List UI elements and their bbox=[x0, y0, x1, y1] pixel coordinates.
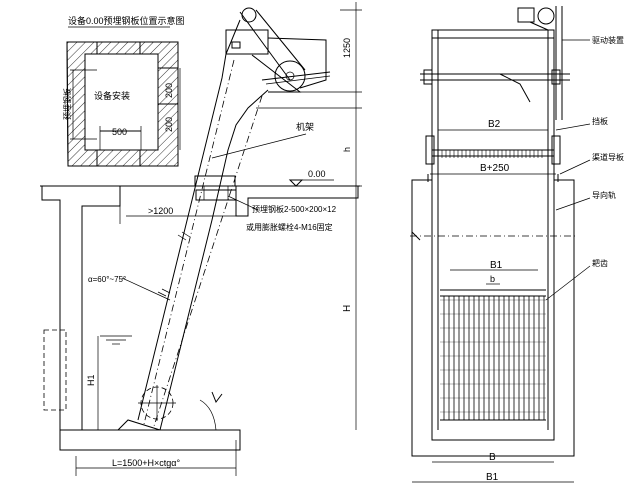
dim-B1-outer: B1 bbox=[486, 472, 499, 483]
dim-H1: H1 bbox=[86, 374, 96, 386]
generated-details bbox=[440, 150, 546, 420]
label-embed-plate: 预埋钢板2-500×200×12 bbox=[252, 204, 337, 214]
side-view: 设备0.00预埋钢板位置示意图 预埋钢板 设备安装 200 200 500 bbox=[40, 2, 362, 476]
inclined-rack bbox=[117, 53, 302, 431]
inset-dim-200-a: 200 bbox=[164, 83, 174, 98]
inset-note-title: 设备0.00预埋钢板位置示意图 bbox=[68, 15, 185, 26]
rake-row bbox=[432, 149, 554, 157]
label-plate: 挡板 bbox=[592, 116, 608, 126]
screen-bars bbox=[440, 289, 546, 421]
front-view: B2 B+250 B1 b B B1 bbox=[410, 6, 624, 483]
inset-label-pit: 设备安装 bbox=[94, 90, 130, 101]
dim-1200: >1200 bbox=[148, 206, 173, 216]
label-rail: 导向轨 bbox=[592, 190, 616, 200]
dim-B2: B2 bbox=[488, 119, 501, 130]
inset-label-plate: 预埋钢板 bbox=[62, 88, 72, 120]
dim-H: H bbox=[342, 305, 353, 312]
dim-b: b bbox=[490, 274, 495, 284]
inset-dim-200-b: 200 bbox=[164, 117, 174, 132]
dim-B1-inner: B1 bbox=[490, 260, 503, 271]
channel-walls: >1200 bbox=[41, 185, 359, 451]
label-angle: α=60°~75° bbox=[88, 275, 126, 284]
dim-h: h bbox=[342, 147, 352, 152]
label-rack: 机架 bbox=[296, 121, 314, 132]
inset-detail: 设备0.00预埋钢板位置示意图 预埋钢板 设备安装 200 200 500 bbox=[62, 15, 185, 167]
ground-level: 0.00 bbox=[40, 169, 360, 201]
label-drive: 驱动装置 bbox=[592, 35, 624, 45]
label-embed-bolt: 或用膨胀螺栓4-M16固定 bbox=[246, 222, 333, 232]
dim-B: B bbox=[489, 452, 496, 463]
dim-B250: B+250 bbox=[480, 163, 510, 174]
label-level: 0.00 bbox=[308, 169, 326, 179]
inset-dim-500: 500 bbox=[112, 127, 127, 137]
dim-L: L=1500+H×ctgα° bbox=[112, 458, 181, 468]
label-rake: 耙齿 bbox=[592, 259, 608, 268]
label-guide: 渠道导板 bbox=[592, 152, 624, 162]
drive-head bbox=[225, 7, 331, 92]
dim-1250: 1250 bbox=[342, 38, 352, 58]
